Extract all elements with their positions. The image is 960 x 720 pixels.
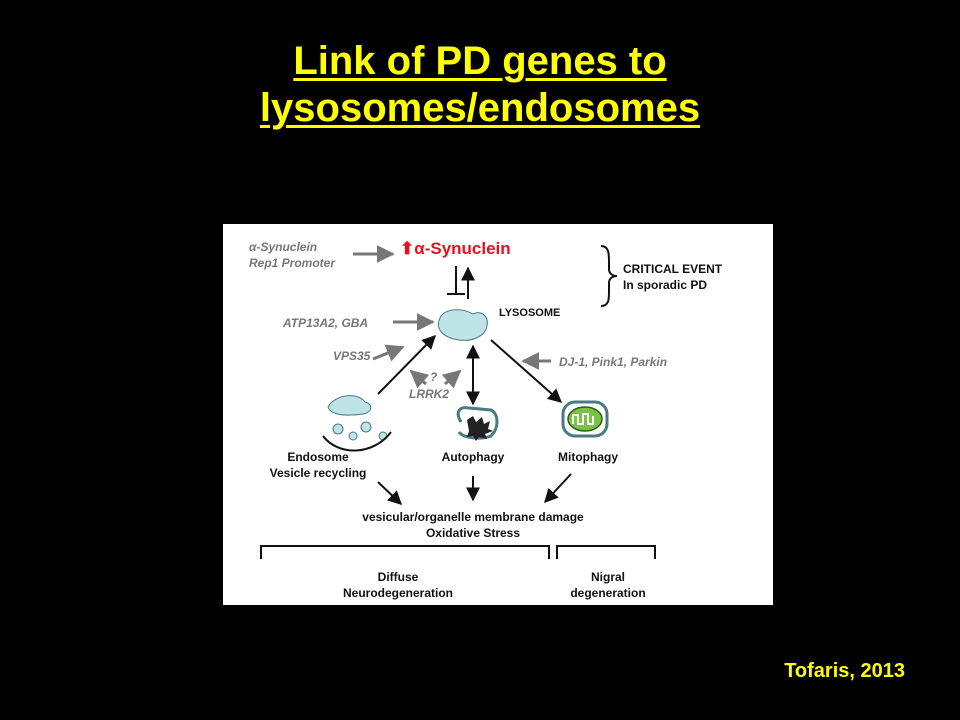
neurodegeneration-label: Neurodegeneration <box>342 586 453 600</box>
lysosome-label: LYSOSOME <box>499 307 561 319</box>
sporadic-pd-label: In sporadic PD <box>623 278 708 292</box>
oxidative-stress-label: Oxidative Stress <box>425 526 521 540</box>
lrrk2-arrow-right <box>441 369 462 389</box>
endosome-label: Endosome <box>287 450 349 464</box>
lrrk2-label: LRRK2 <box>409 387 450 401</box>
endosome-to-lysosome-arrow <box>377 335 436 395</box>
critical-event-label: CRITICAL EVENT <box>623 262 723 276</box>
mitophagy-to-damage-arrow <box>544 473 572 504</box>
lrrk2-arrow-left <box>409 369 430 389</box>
title-line-1: Link of PD genes to <box>293 39 667 83</box>
rep1-promoter-label: Rep1 Promoter <box>249 256 336 270</box>
alpha-synuclein-label: ⬆α-Synuclein <box>400 239 511 258</box>
vps35-label: VPS35 <box>333 349 371 363</box>
autophagy-label: Autophagy <box>441 450 505 464</box>
endosome-to-damage-arrow <box>377 481 403 505</box>
vesicle-recycling-label: Vesicle recycling <box>269 466 367 480</box>
dj1-pink1-parkin-label: DJ-1, Pink1, Parkin <box>559 355 668 369</box>
title-line-2: lysosomes/endosomes <box>259 86 701 130</box>
vps35-arrow <box>372 344 405 362</box>
lysosome-to-mitophagy-arrow <box>490 339 563 403</box>
degeneration-label: degeneration <box>570 586 646 600</box>
question-mark: ? <box>430 370 438 384</box>
pathway-diagram: α-Synuclein Rep1 Promoter ⬆α-Synuclein C… <box>223 224 773 605</box>
endosome-graphic <box>327 395 372 416</box>
diffuse-label: Diffuse <box>377 570 419 584</box>
diffuse-bracket <box>260 545 550 559</box>
critical-event-brace <box>600 245 618 307</box>
diagram-graphics <box>260 245 656 559</box>
up-arrow-icon: ⬆ <box>400 239 415 258</box>
nigral-label: Nigral <box>590 570 625 584</box>
citation: Tofaris, 2013 <box>784 660 905 682</box>
membrane-damage-label: vesicular/organelle membrane damage <box>362 510 584 524</box>
lysosome-shape <box>437 309 488 341</box>
slide-title: Link of PD genes to lysosomes/endosomes <box>0 38 960 132</box>
atp13a2-gba-label: ATP13A2, GBA <box>283 316 369 330</box>
synuclein-gene-label: α-Synuclein <box>249 240 318 254</box>
mitophagy-label: Mitophagy <box>558 450 618 464</box>
nigral-bracket <box>556 545 656 559</box>
